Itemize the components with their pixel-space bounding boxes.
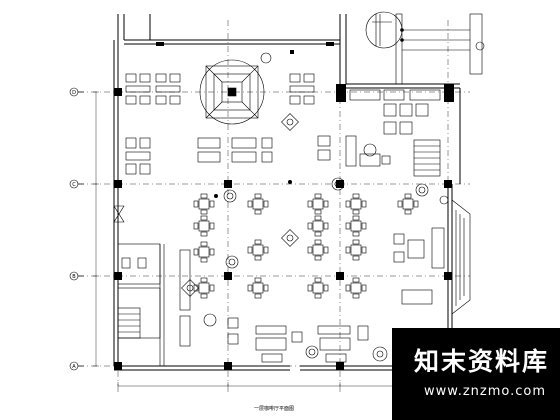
table-set [307, 193, 329, 215]
table-set [345, 215, 367, 237]
table-set [397, 193, 419, 215]
axis-letters: D C B A [72, 90, 76, 370]
axis-bubbles [69, 87, 84, 371]
axis-a: A [72, 364, 76, 370]
table-set [247, 239, 269, 261]
plan-caption: 一层咖啡厅平面图 [254, 406, 295, 412]
top-left-seating [125, 73, 331, 175]
central-skylight [199, 59, 265, 125]
bottom-lounge [255, 325, 369, 363]
watermark-panel [392, 328, 560, 420]
bar-area [345, 89, 471, 315]
dimension-left [93, 91, 99, 367]
display-stands [181, 52, 377, 327]
table-set [247, 193, 269, 215]
fixtures [156, 42, 334, 198]
planters [223, 177, 449, 362]
dining-tables [193, 193, 419, 299]
table-set [307, 239, 329, 261]
table-set [193, 241, 215, 263]
table-set [345, 239, 367, 261]
table-set [247, 277, 269, 299]
table-set [307, 277, 329, 299]
table-set [307, 215, 329, 237]
structural-columns [114, 84, 454, 370]
table-set [345, 193, 367, 215]
service-block [113, 205, 239, 366]
axis-b: B [72, 274, 76, 280]
watermark-title: 知末资料库 [414, 347, 550, 376]
watermark-url: www.znzmo.com [424, 384, 547, 399]
table-set [345, 277, 367, 299]
table-set [193, 277, 215, 299]
detail-callout [365, 11, 485, 85]
exterior-walls [113, 14, 461, 371]
axis-d: D [72, 90, 76, 96]
table-set [193, 193, 215, 215]
axis-c: C [72, 182, 76, 188]
table-set [193, 215, 215, 237]
